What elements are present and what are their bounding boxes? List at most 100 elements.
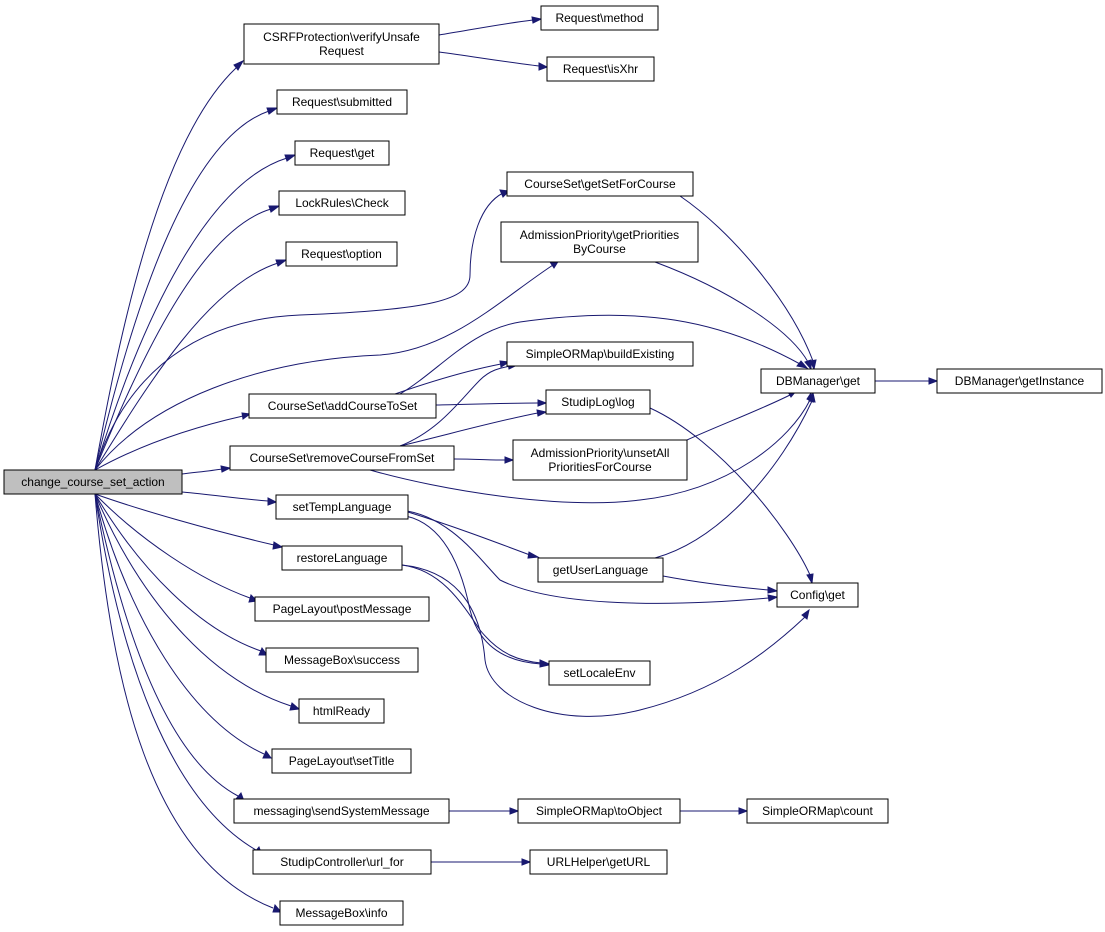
edge-root-to-req_submitted — [94, 107, 279, 471]
node-req-isxhr[interactable]: Request\isXhr — [546, 56, 655, 82]
edge-line — [94, 262, 279, 471]
node-getuserlang[interactable]: getUserLanguage — [537, 557, 664, 583]
node-box — [281, 545, 403, 571]
node-box — [506, 171, 694, 197]
node-req-get[interactable]: Request\get — [294, 140, 390, 166]
node-label: CourseSet\getSetForCourse — [524, 177, 676, 191]
node-pl-title[interactable]: PageLayout\setTitle — [271, 748, 412, 774]
node-dbm-get[interactable]: DBManager\get — [760, 368, 876, 394]
edge-line — [438, 51, 540, 67]
node-lockrules[interactable]: LockRules\Check — [278, 190, 406, 216]
node-req-submitted[interactable]: Request\submitted — [276, 89, 408, 115]
node-label: CSRFProtection\verifyUnsafe — [263, 30, 420, 44]
node-config-get[interactable]: Config\get — [776, 582, 859, 608]
node-settemp[interactable]: setTempLanguage — [275, 494, 409, 520]
node-label: setTempLanguage — [293, 500, 392, 514]
node-msg-send[interactable]: messaging\sendSystemMessage — [233, 798, 450, 824]
edge-settemp-to-getuserlang — [407, 511, 540, 559]
node-box — [500, 221, 699, 263]
node-htmlready[interactable]: htmlReady — [298, 698, 385, 724]
edge-line — [94, 493, 274, 909]
arrowhead-icon — [272, 903, 283, 913]
node-setlocale[interactable]: setLocaleEnv — [548, 660, 651, 686]
edge-line — [435, 402, 539, 406]
edge-line — [94, 493, 292, 707]
node-ap-unset[interactable]: AdmissionPriority\unsetAllPrioritiesForC… — [512, 439, 688, 481]
arrowhead-icon — [767, 594, 779, 602]
edge-cs_remove-to-ap_unset — [453, 456, 515, 464]
arrowhead-icon — [289, 702, 301, 711]
node-slog[interactable]: StudipLog\log — [545, 389, 651, 415]
node-sorm-build[interactable]: SimpleORMap\buildExisting — [506, 341, 694, 367]
arrowhead-icon — [504, 456, 515, 464]
node-box — [548, 660, 651, 686]
edge-getuserlang-to-config_get — [662, 575, 779, 594]
edge-line — [94, 493, 257, 851]
node-mb-success[interactable]: MessageBox\success — [265, 647, 419, 673]
node-label: setLocaleEnv — [563, 666, 635, 680]
node-box — [275, 494, 409, 520]
node-label: Request\option — [301, 247, 382, 261]
node-box — [529, 849, 668, 875]
edge-root-to-csrf — [94, 59, 245, 471]
node-box — [252, 849, 432, 875]
node-mb-info[interactable]: MessageBox\info — [279, 900, 404, 926]
node-restore[interactable]: restoreLanguage — [281, 545, 403, 571]
edge-root-to-htmlready — [94, 493, 301, 711]
edge-line — [94, 493, 275, 546]
edge-csrf-to-req_isxhr — [438, 51, 549, 71]
arrowhead-icon — [266, 107, 279, 115]
arrowhead-icon — [806, 573, 814, 585]
node-cs-getset[interactable]: CourseSet\getSetForCourse — [506, 171, 694, 197]
node-cs-add[interactable]: CourseSet\addCourseToSet — [248, 393, 437, 419]
node-box — [3, 469, 183, 495]
edge-csrf-to-req_method — [438, 16, 543, 36]
arrowhead-icon — [801, 608, 810, 620]
arrowhead-icon — [537, 399, 548, 407]
node-cs-remove[interactable]: CourseSet\removeCourseFromSet — [229, 445, 455, 471]
node-req-option[interactable]: Request\option — [285, 241, 398, 267]
node-label: SimpleORMap\count — [762, 804, 873, 818]
arrowhead-icon — [527, 551, 540, 559]
arrowhead-icon — [738, 807, 749, 815]
edges-layer — [94, 16, 939, 913]
node-box — [271, 748, 412, 774]
edge-root-to-cs_add — [94, 412, 252, 471]
edge-line — [401, 564, 806, 717]
node-label: ByCourse — [573, 242, 626, 256]
arrowhead-icon — [262, 749, 272, 759]
arrowhead-icon — [808, 391, 816, 403]
node-sorm-count[interactable]: SimpleORMap\count — [746, 798, 889, 824]
node-label: Request\submitted — [292, 95, 392, 109]
node-pl-post[interactable]: PageLayout\postMessage — [254, 596, 430, 622]
node-label: Config\get — [790, 588, 845, 602]
node-req-method[interactable]: Request\method — [540, 5, 659, 31]
node-sorm-toobj[interactable]: SimpleORMap\toObject — [517, 798, 681, 824]
nodes-layer: change_course_set_action CSRFProtection\v… — [3, 5, 1103, 926]
edge-dbm_get-to-dbm_inst — [875, 377, 939, 385]
edge-ap_getprio-to-dbm_get — [654, 261, 812, 371]
node-box — [254, 596, 430, 622]
edge-getuserlang-to-dbm_get — [654, 391, 816, 559]
edge-line — [181, 491, 269, 502]
node-label: AdmissionPriority\getPriorities — [520, 228, 679, 242]
node-label: AdmissionPriority\unsetAll — [531, 446, 670, 460]
node-label: change_course_set_action — [21, 475, 164, 489]
edge-root-to-mb_success — [94, 493, 268, 656]
edge-root-to-req_get — [94, 154, 297, 471]
node-dbm-inst[interactable]: DBManager\getInstance — [936, 368, 1103, 394]
arrowhead-icon — [284, 154, 297, 162]
edge-root-to-settemp — [181, 491, 278, 506]
node-sc-urlfor[interactable]: StudipController\url_for — [252, 849, 432, 875]
node-box — [506, 341, 694, 367]
node-label: Request — [319, 44, 364, 58]
node-root[interactable]: change_course_set_action — [3, 469, 183, 495]
node-label: Request\isXhr — [563, 62, 638, 76]
node-url-get[interactable]: URLHelper\getURL — [529, 849, 668, 875]
edge-line — [649, 407, 811, 576]
node-label: MessageBox\success — [284, 653, 400, 667]
edge-cs_add-to-sorm_build — [394, 360, 511, 395]
node-label: Request\method — [555, 11, 643, 25]
